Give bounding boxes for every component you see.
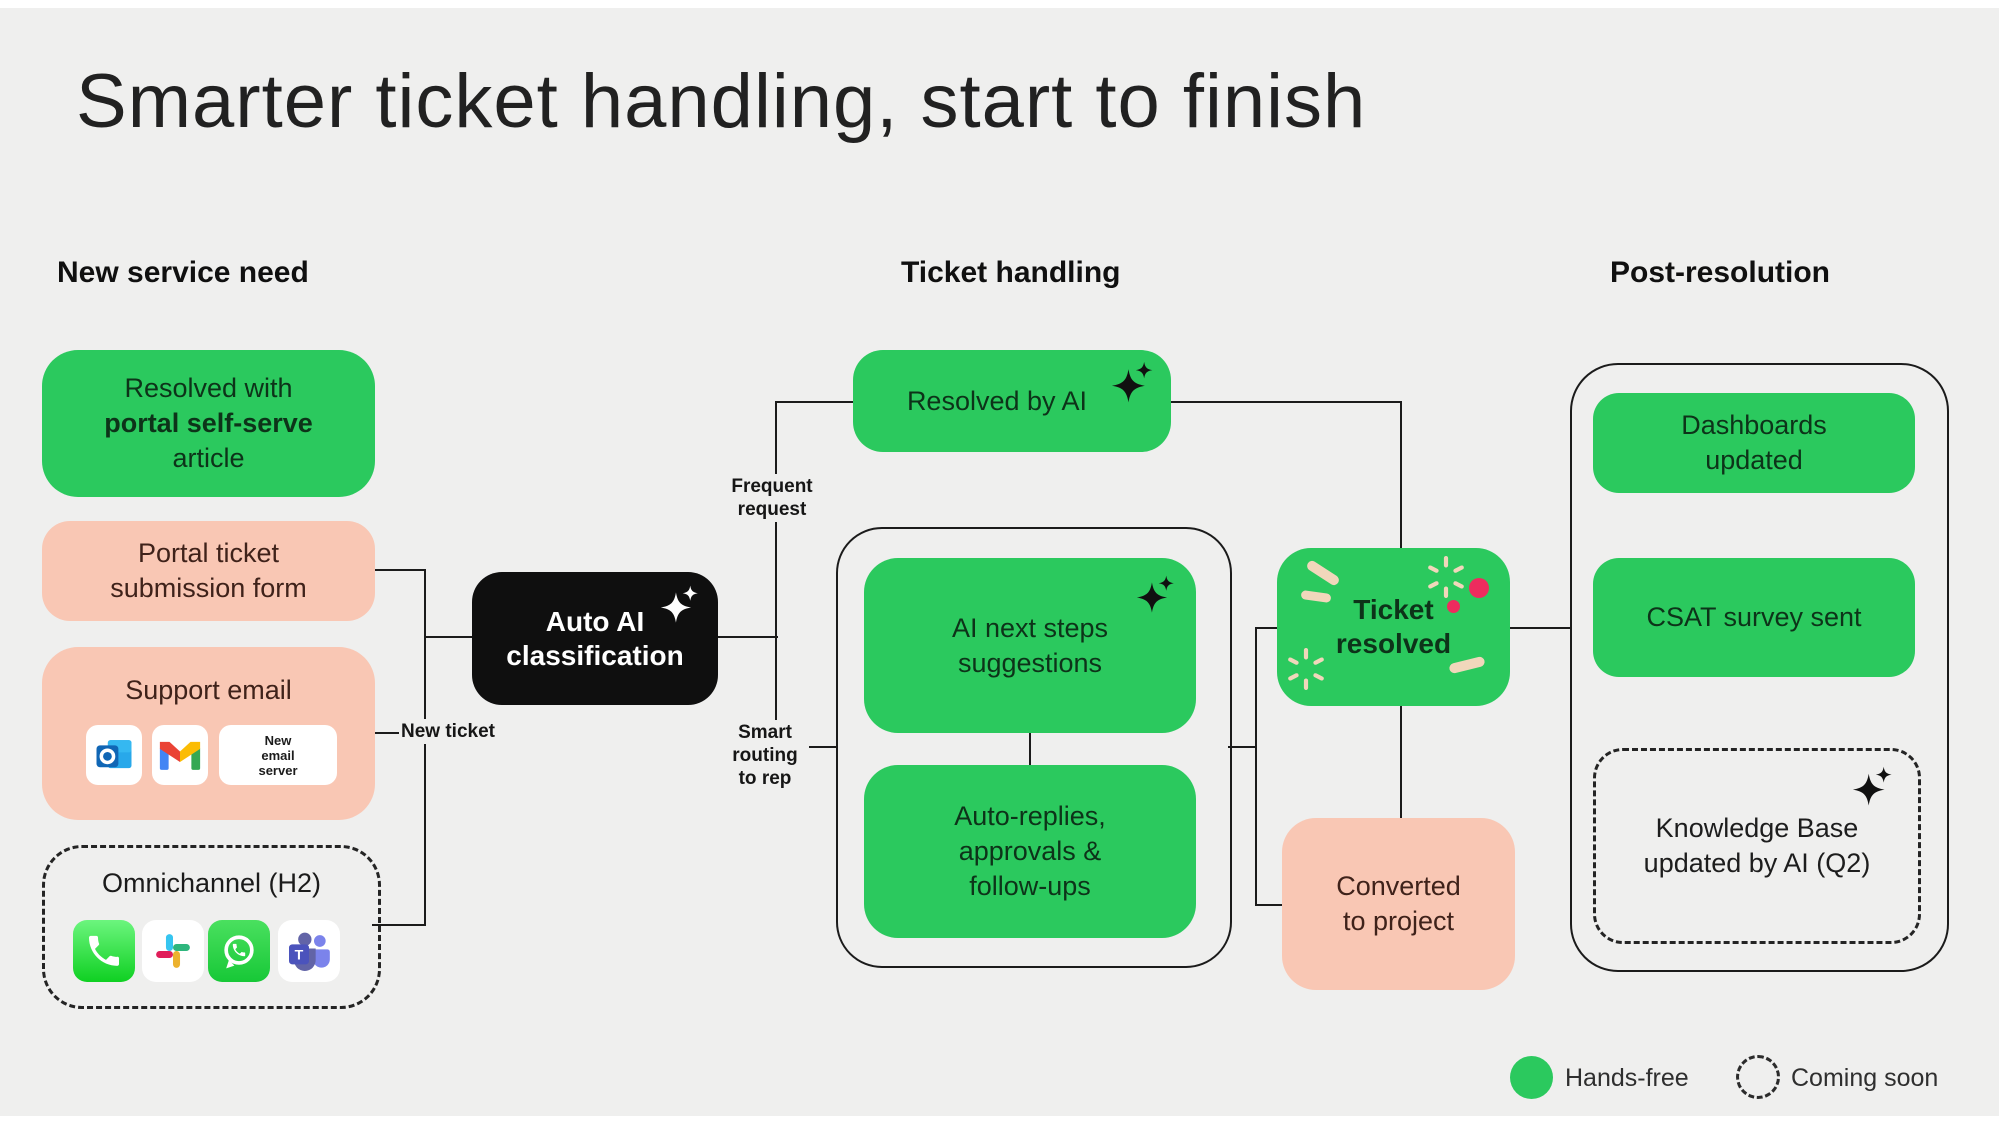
node-text: Auto-replies, (954, 801, 1106, 831)
node-text: suggestions (957, 647, 1103, 678)
node-dashboards-updated: Dashboards updated (1593, 393, 1915, 493)
connector-resolvedai-right (1171, 401, 1401, 403)
node-omnichannel: Omnichannel (H2) (42, 845, 381, 1009)
connector-left-bus (424, 569, 426, 926)
node-text: updated by AI (Q2) (1643, 848, 1871, 878)
connector-branch-to-resolved (1255, 627, 1279, 629)
column-header-post-resolution: Post-resolution (1610, 256, 1831, 289)
connector-portal-stub (375, 569, 426, 571)
node-csat-survey: CSAT survey sent (1593, 558, 1915, 677)
node-text: Auto AI (545, 605, 645, 637)
node-text: Resolved with (124, 373, 293, 403)
node-text: CSAT survey sent (1646, 602, 1862, 632)
connector-nextsteps-to-autoreplies (1029, 733, 1031, 765)
node-text: Dashboards (1681, 410, 1827, 440)
node-text: Resolved by AI (906, 385, 1088, 416)
node-text: AI next steps (951, 612, 1109, 643)
node-support-email: Support email New email server (42, 647, 375, 820)
tile-text: email (261, 747, 295, 763)
sparkle-icon (1852, 766, 1892, 806)
node-text: Ticket (1353, 594, 1434, 625)
connector-group-out (1228, 746, 1256, 748)
gmail-tile (152, 725, 208, 785)
connector-frequent-to-resolvedai (775, 401, 853, 403)
node-text: resolved (1335, 628, 1452, 659)
node-ai-next-steps: AI next steps suggestions (864, 558, 1196, 733)
node-text: Converted (1336, 871, 1461, 901)
confetti-dot (1469, 578, 1489, 598)
legend-hands-free-label: Hands-free (1565, 1064, 1689, 1092)
connector-branch-to-converted (1255, 904, 1284, 906)
outlook-icon (96, 740, 132, 769)
new-email-server-tile: New email server (219, 725, 337, 785)
node-text: approvals & (958, 836, 1102, 866)
gmail-icon (159, 741, 201, 770)
legend-coming-soon-label: Coming soon (1791, 1064, 1939, 1092)
slack-icon (142, 920, 204, 982)
edge-label-new-ticket: New ticket (399, 719, 497, 744)
node-text: submission form (110, 573, 307, 603)
connector-bus-to-autoai (426, 636, 472, 638)
connector-omni-stub (372, 924, 426, 926)
confetti-pill (1305, 559, 1341, 587)
whatsapp-icon (208, 920, 270, 982)
confetti-starburst (1428, 556, 1464, 598)
node-text: Portal ticket (137, 538, 280, 568)
page-title: Smarter ticket handling, start to finish (76, 59, 1367, 144)
confetti-starburst (1288, 648, 1324, 690)
node-resolved-with-self-serve: Resolved with portal self-serve article (42, 350, 375, 497)
column-header-ticket-handling: Ticket handling (901, 256, 1121, 289)
ticket-handling-group (836, 527, 1232, 968)
node-knowledge-base: Knowledge Base updated by AI (Q2) (1593, 748, 1921, 944)
node-resolved-by-ai: Resolved by AI (853, 350, 1171, 452)
node-text: Omnichannel (H2) (101, 868, 322, 898)
edge-label-smart-routing: Smart routing to rep (721, 720, 809, 791)
tile-text: New (264, 732, 292, 748)
node-converted-to-project: Converted to project (1282, 818, 1515, 990)
connector-resolved-to-post (1510, 627, 1572, 629)
teams-icon: T (278, 920, 340, 982)
connector-branch-vertical (1255, 627, 1257, 906)
svg-text:T: T (295, 947, 304, 963)
post-resolution-group (1570, 363, 1949, 972)
node-text: Knowledge Base (1655, 813, 1859, 843)
sparkle-icon (1111, 361, 1153, 403)
edge-label-frequent-request: Frequent request (724, 474, 820, 522)
node-text: classification (506, 639, 684, 671)
node-text: updated (1705, 445, 1803, 475)
connector-split-bus (775, 401, 777, 747)
phone-icon (73, 920, 135, 982)
sparkle-icon (660, 585, 698, 623)
top-white-bar (0, 0, 1999, 8)
node-text: to project (1342, 906, 1455, 936)
legend-hands-free-swatch (1510, 1056, 1553, 1099)
node-text: Support email (125, 675, 292, 705)
node-auto-replies: Auto-replies, approvals & follow-ups (864, 765, 1196, 938)
tile-text: server (258, 762, 298, 778)
node-text: article (172, 443, 245, 473)
outlook-tile (86, 725, 142, 785)
column-header-new-service-need: New service need (57, 256, 309, 289)
node-text-bold: portal self-serve (104, 408, 313, 438)
node-ticket-resolved: Ticket resolved (1277, 548, 1510, 706)
confetti-pill (1300, 589, 1332, 604)
bottom-white-bar (0, 1116, 1999, 1128)
node-text: follow-ups (969, 871, 1091, 901)
confetti-pill (1448, 655, 1486, 675)
sparkle-icon (1136, 575, 1174, 613)
connector-autoai-out (718, 636, 778, 638)
legend-coming-soon-swatch (1736, 1055, 1780, 1099)
node-auto-ai-classification: Auto AI classification (472, 572, 718, 705)
node-portal-ticket-form: Portal ticket submission form (42, 521, 375, 621)
confetti-dot (1447, 600, 1460, 613)
